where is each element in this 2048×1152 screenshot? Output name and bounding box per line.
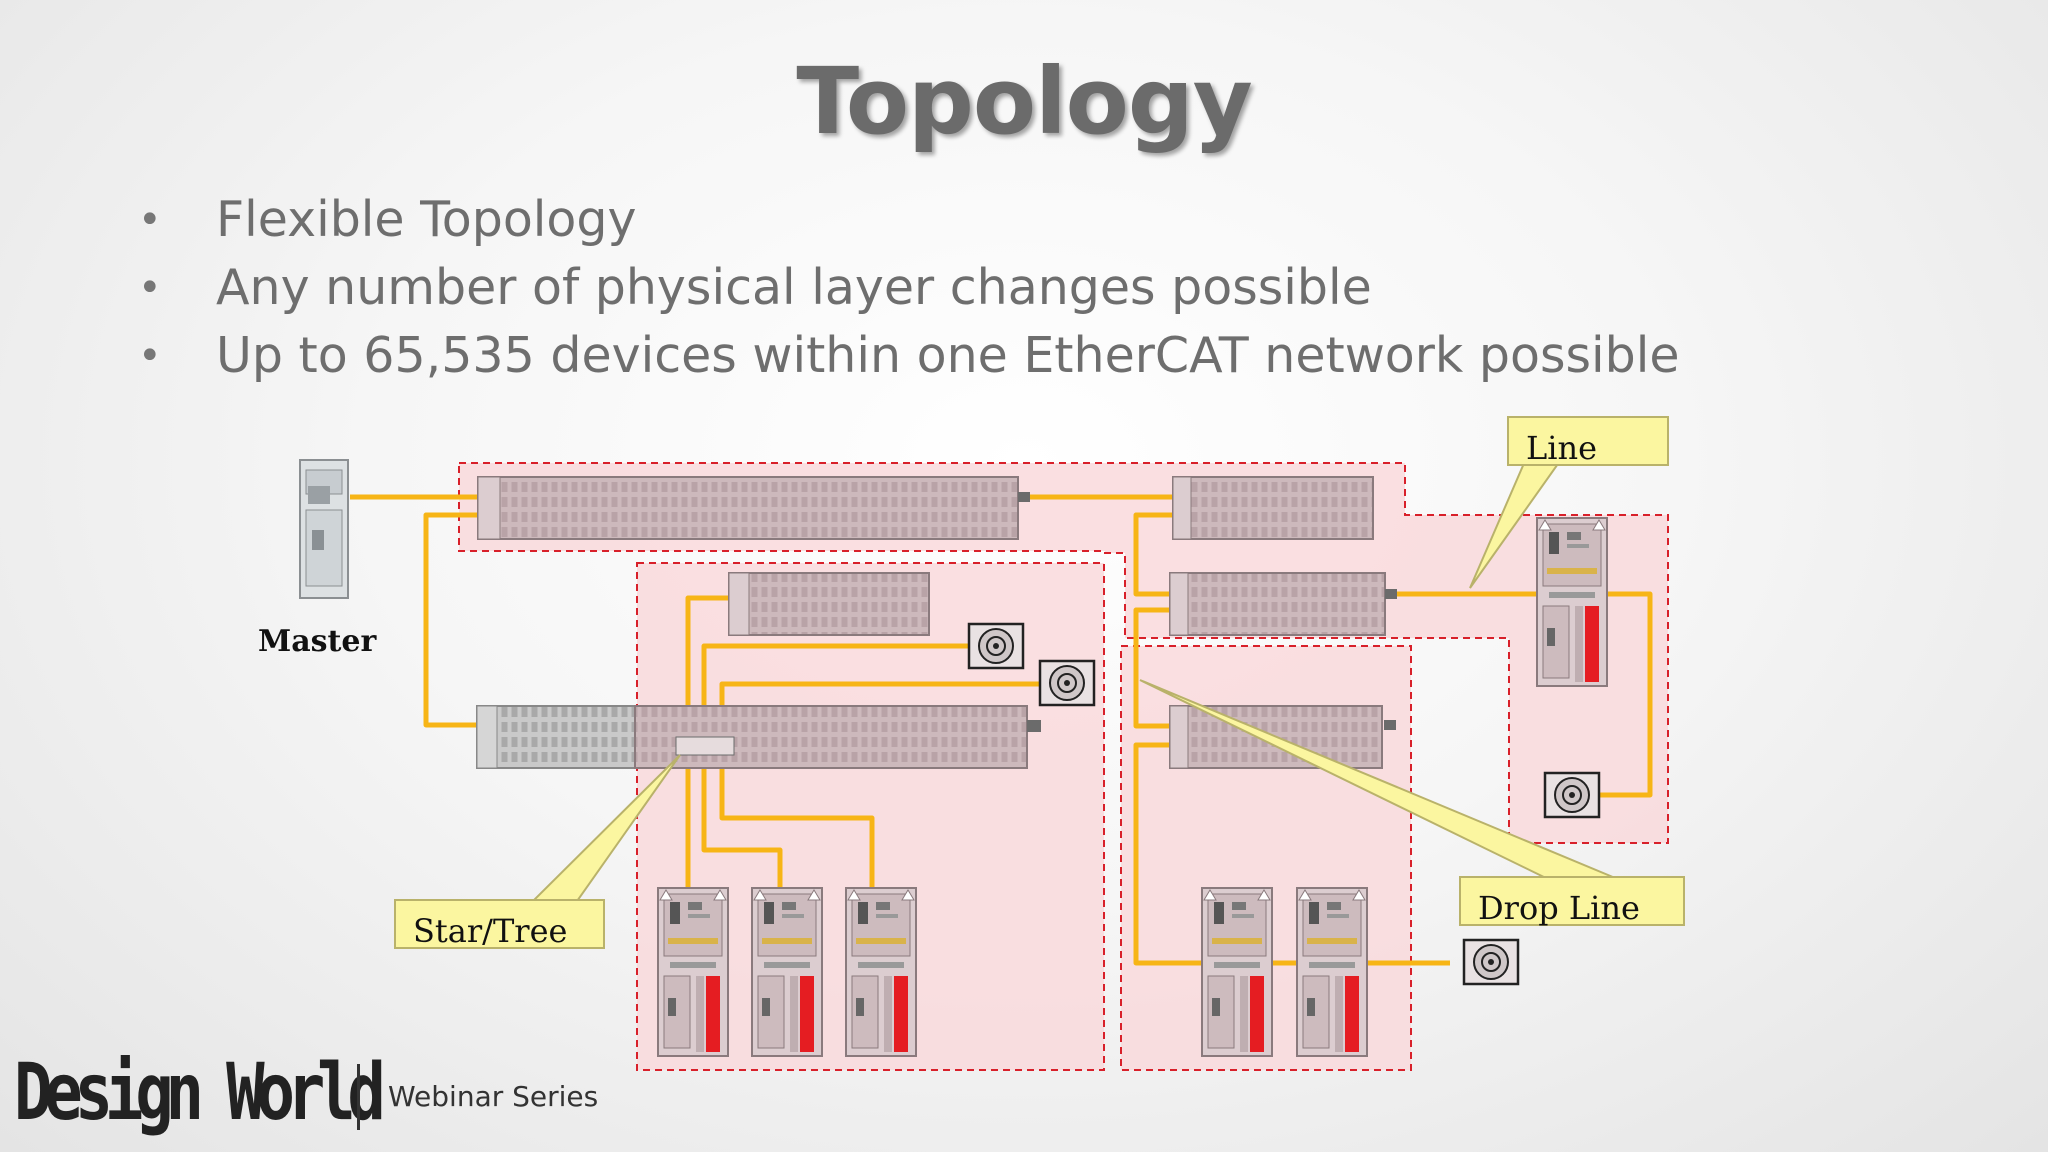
- io-strip-star-top: [728, 572, 930, 636]
- callout-line: Line: [1469, 416, 1669, 589]
- motor-4: [1462, 938, 1520, 986]
- callout-drop-line-text: Drop Line: [1478, 889, 1640, 927]
- design-world-logo: Design World: [14, 1048, 386, 1138]
- io-strip-right-1: [1172, 476, 1374, 540]
- bullet-list: • Flexible Topology • Any number of physic…: [138, 186, 1680, 390]
- io-strip-top: [477, 476, 1030, 540]
- motor-2: [1038, 659, 1096, 707]
- callout-star-tree-text: Star/Tree: [413, 912, 567, 950]
- master-label: Master: [258, 624, 377, 659]
- motor-3: [1543, 771, 1601, 819]
- bullet-text: Flexible Topology: [216, 191, 637, 248]
- motor-1: [967, 622, 1025, 670]
- bullet-dot-icon: •: [138, 265, 162, 311]
- bullet-item: • Up to 65,535 devices within one EtherCA…: [138, 322, 1680, 390]
- bullet-item: • Any number of physical layer changes po…: [138, 254, 1680, 322]
- bullet-text: Up to 65,535 devices within one EtherCAT…: [216, 327, 1680, 384]
- callout-line-text: Line: [1526, 429, 1597, 467]
- master-controller: [299, 459, 349, 599]
- zone-top-line: [458, 462, 1669, 844]
- drive-star-1: [657, 887, 729, 1057]
- callout-drop-line: Drop Line: [1139, 679, 1685, 927]
- io-strip-lower: [476, 705, 1041, 769]
- io-strip-right-3: [1169, 705, 1396, 769]
- drive-drop-1: [1201, 887, 1273, 1057]
- drive-line-1: [1536, 517, 1608, 687]
- bullet-text: Any number of physical layer changes pos…: [216, 259, 1372, 316]
- drive-star-2: [751, 887, 823, 1057]
- logo-divider: [357, 1064, 360, 1130]
- bullet-item: • Flexible Topology: [138, 186, 1680, 254]
- callout-star-tree: Star/Tree: [394, 754, 681, 950]
- drive-star-3: [845, 887, 917, 1057]
- drive-drop-2: [1296, 887, 1368, 1057]
- io-strip-right-2: [1169, 572, 1397, 636]
- bullet-dot-icon: •: [138, 333, 162, 379]
- bullet-dot-icon: •: [138, 197, 162, 243]
- slide-title: Topology: [796, 48, 1252, 155]
- webinar-series-label: Webinar Series: [388, 1080, 599, 1113]
